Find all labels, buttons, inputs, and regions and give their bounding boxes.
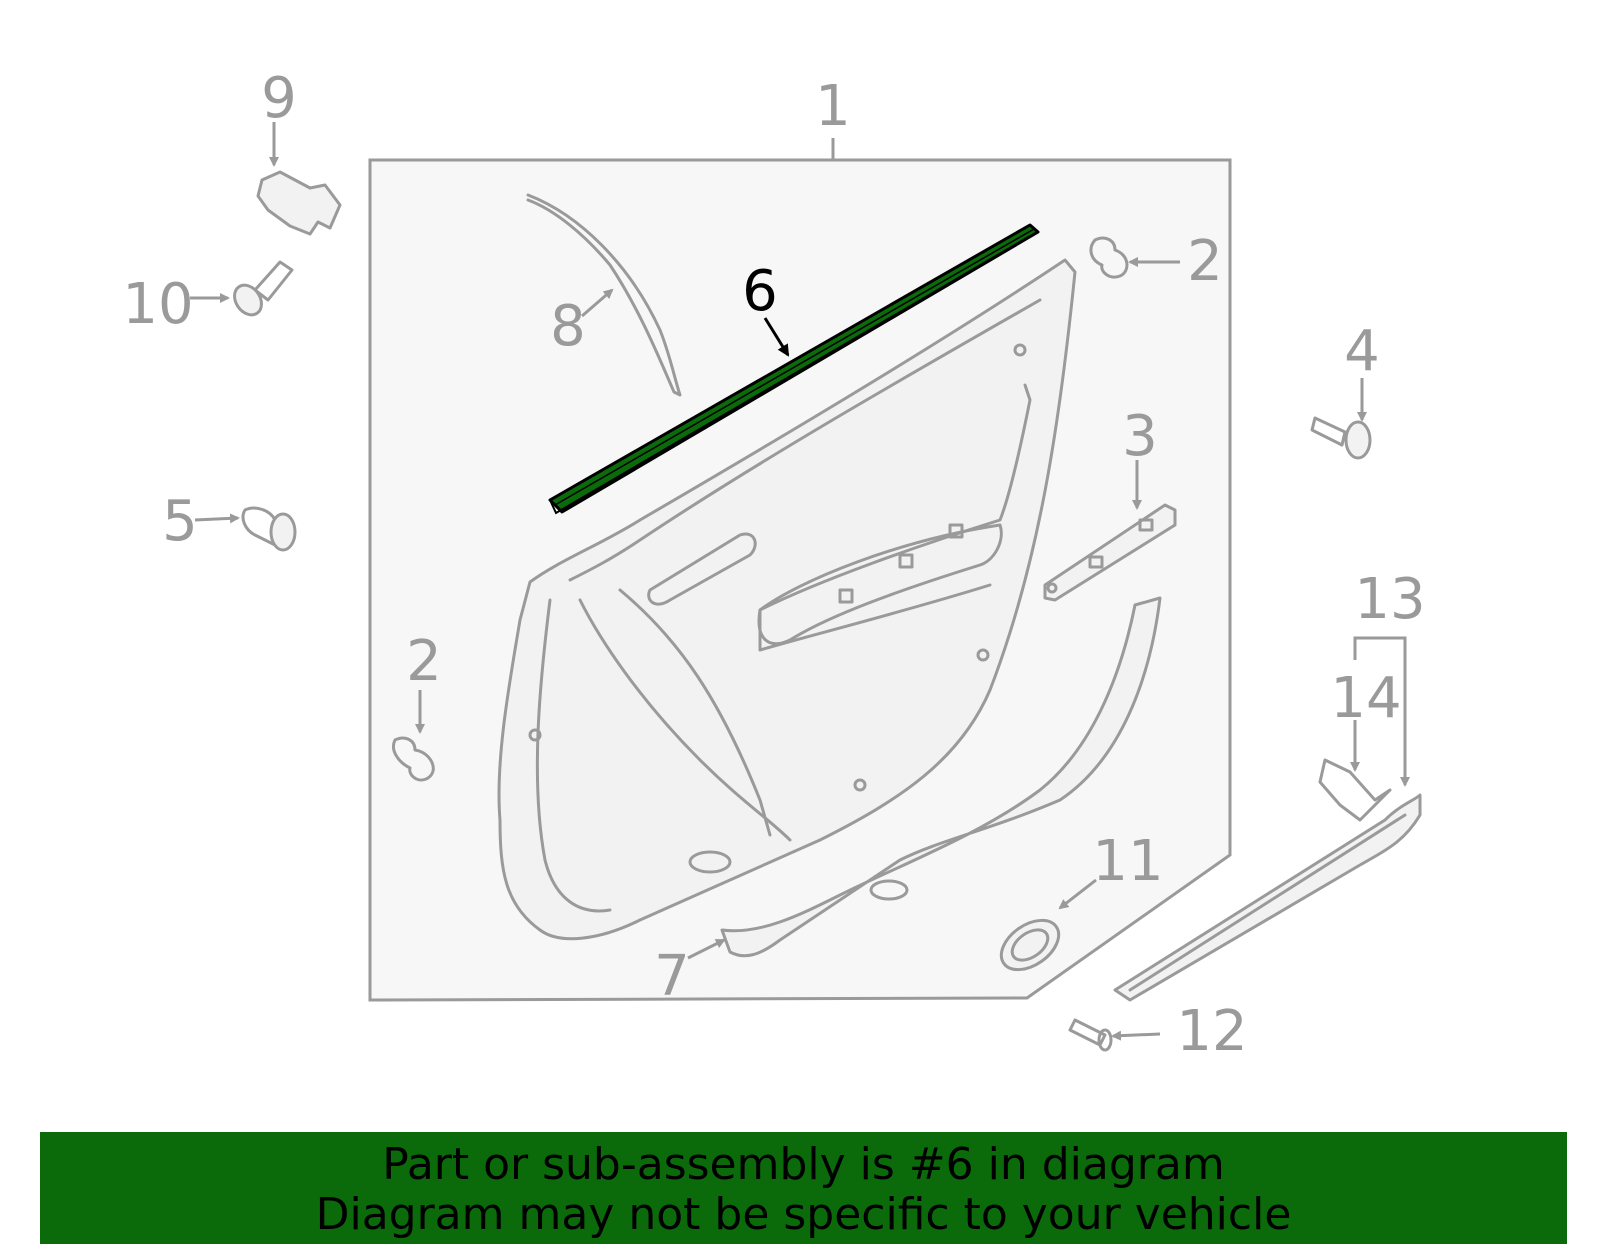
callout-3: 3 — [1122, 404, 1158, 469]
belt-weatherstrip-highlighted — [548, 223, 1040, 515]
door-trim-panel — [497, 258, 1077, 941]
info-banner: Part or sub-assembly is #6 in diagram Di… — [40, 1132, 1567, 1244]
callout-9: 9 — [261, 66, 297, 131]
banner-line-2: Diagram may not be specific to your vehi… — [315, 1189, 1292, 1240]
callout-4: 4 — [1344, 319, 1380, 384]
clip-part-5 — [241, 506, 297, 552]
callout-11: 11 — [1092, 829, 1163, 894]
bezel-part-11 — [999, 918, 1061, 972]
callout-11-leader — [1058, 878, 1097, 910]
callout-8: 8 — [550, 294, 586, 359]
clip-part-9 — [256, 170, 342, 236]
window-frame-trim — [526, 193, 682, 397]
callout-13: 13 — [1354, 567, 1425, 632]
clip-part-14 — [1318, 758, 1392, 822]
callout-6: 6 — [742, 259, 778, 324]
callout-7-leader — [687, 938, 726, 960]
callout-8-leader — [581, 288, 614, 318]
callout-2-left: 2 — [406, 629, 442, 694]
clip-part-2-right — [1089, 236, 1129, 279]
pin-part-12 — [1068, 1018, 1113, 1052]
callout-12-leader — [1111, 1030, 1161, 1041]
banner-line-1: Part or sub-assembly is #6 in diagram — [382, 1139, 1225, 1190]
callout-12: 12 — [1176, 999, 1247, 1064]
bracket-part-3 — [1043, 503, 1177, 602]
callout-7: 7 — [654, 944, 690, 1009]
callout-5-leader — [194, 513, 240, 524]
callout-2-right: 2 — [1187, 229, 1223, 294]
sill-strip-part-13 — [1113, 793, 1422, 1002]
screw-part-4 — [1310, 416, 1372, 460]
callout-14: 14 — [1330, 666, 1401, 731]
callout-13-bracket — [1353, 636, 1410, 787]
callout-5: 5 — [162, 489, 198, 554]
screw-part-10 — [233, 260, 294, 317]
callout-10: 10 — [122, 272, 193, 337]
lower-trim-strip — [720, 596, 1162, 958]
clip-part-2-left — [392, 736, 435, 782]
callout-1: 1 — [815, 74, 851, 139]
callout-6-leader — [763, 317, 790, 357]
